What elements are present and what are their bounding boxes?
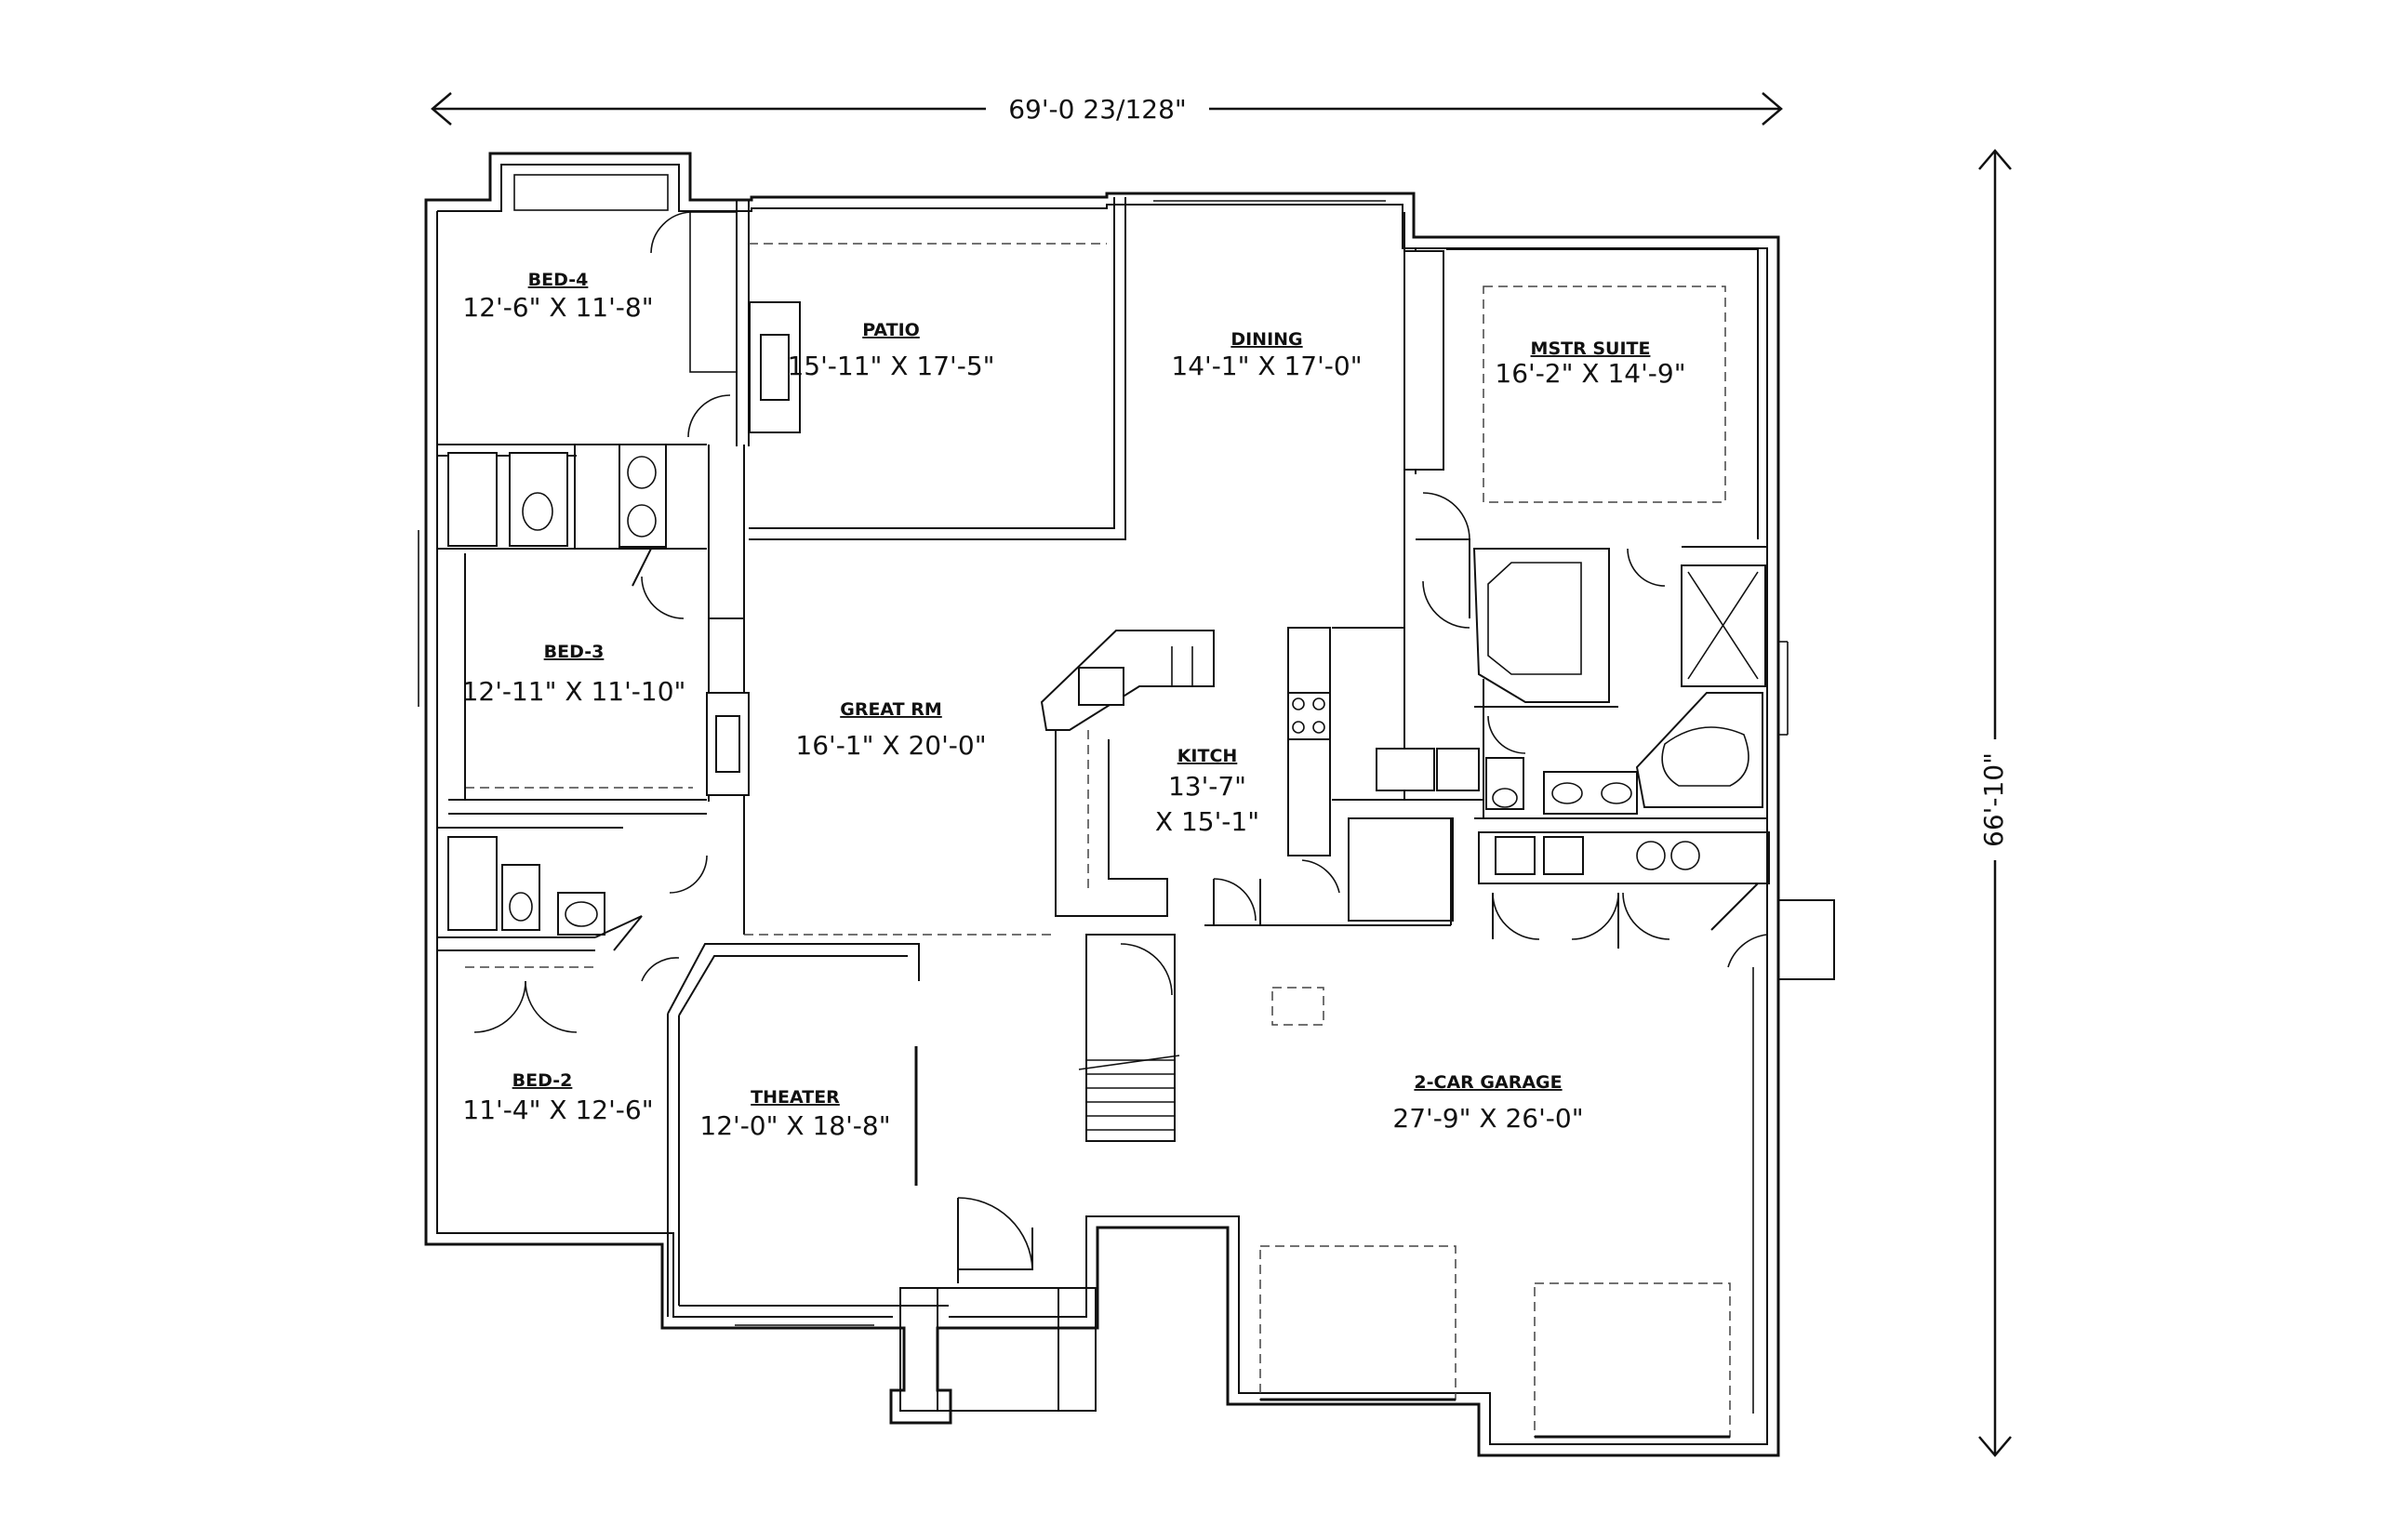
depth-dimension-label: 66'-10"	[1978, 752, 2009, 847]
room-size-kitch-1: 13'-7"	[1168, 771, 1246, 802]
room-name-patio: PATIO	[862, 320, 920, 340]
room-name-garage: 2-CAR GARAGE	[1414, 1072, 1562, 1093]
room-size-dining: 14'-1" X 17'-0"	[1171, 351, 1362, 381]
windows	[418, 192, 1789, 1326]
interior-walls	[437, 197, 1835, 1439]
room-size-garage: 27'-9" X 26'-0"	[1392, 1103, 1583, 1134]
room-name-great-rm: GREAT RM	[840, 699, 942, 720]
room-size-mstr-suite: 16'-2" X 14'-9"	[1495, 358, 1685, 389]
room-name-theater: THEATER	[751, 1087, 840, 1108]
room-size-patio: 15'-11" X 17'-5"	[787, 351, 994, 381]
width-dimension-label: 69'-0 23/128"	[1008, 94, 1187, 125]
room-bed2: BED-2 11'-4" X 12'-6"	[462, 1070, 653, 1125]
room-great-rm: GREAT RM 16'-1" X 20'-0"	[795, 699, 986, 761]
room-bed3: BED-3 12'-11" X 11'-10"	[462, 642, 686, 707]
room-theater: THEATER 12'-0" X 18'-8"	[699, 1087, 890, 1141]
bed4-bay-window	[513, 174, 669, 211]
width-dimension: 69'-0 23/128"	[431, 91, 1783, 126]
room-size-bed2: 11'-4" X 12'-6"	[462, 1095, 653, 1125]
room-name-dining: DINING	[1230, 329, 1302, 350]
room-garage: 2-CAR GARAGE 27'-9" X 26'-0"	[1392, 1072, 1583, 1134]
room-patio: PATIO 15'-11" X 17'-5"	[787, 320, 994, 381]
room-mstr-suite: MSTR SUITE 16'-2" X 14'-9"	[1495, 339, 1685, 389]
stair-treads	[1078, 1055, 1180, 1131]
room-dining: DINING 14'-1" X 17'-0"	[1171, 329, 1362, 381]
room-bed4: BED-4 12'-6" X 11'-8"	[462, 270, 653, 323]
room-size-bed3: 12'-11" X 11'-10"	[462, 676, 686, 707]
room-size-great-rm: 16'-1" X 20'-0"	[795, 730, 986, 761]
room-name-bed2: BED-2	[512, 1070, 573, 1091]
room-size-bed4: 12'-6" X 11'-8"	[462, 292, 653, 323]
room-kitch: KITCH 13'-7" X 15'-1"	[1155, 746, 1259, 837]
room-name-bed4: BED-4	[528, 270, 589, 290]
room-name-kitch: KITCH	[1177, 746, 1238, 766]
doors	[473, 211, 1768, 1270]
room-size-theater: 12'-0" X 18'-8"	[699, 1110, 890, 1141]
room-name-mstr-suite: MSTR SUITE	[1531, 339, 1651, 359]
depth-dimension: 66'-10"	[1976, 149, 2014, 1457]
room-size-kitch-2: X 15'-1"	[1155, 806, 1259, 837]
room-name-bed3: BED-3	[544, 642, 605, 662]
